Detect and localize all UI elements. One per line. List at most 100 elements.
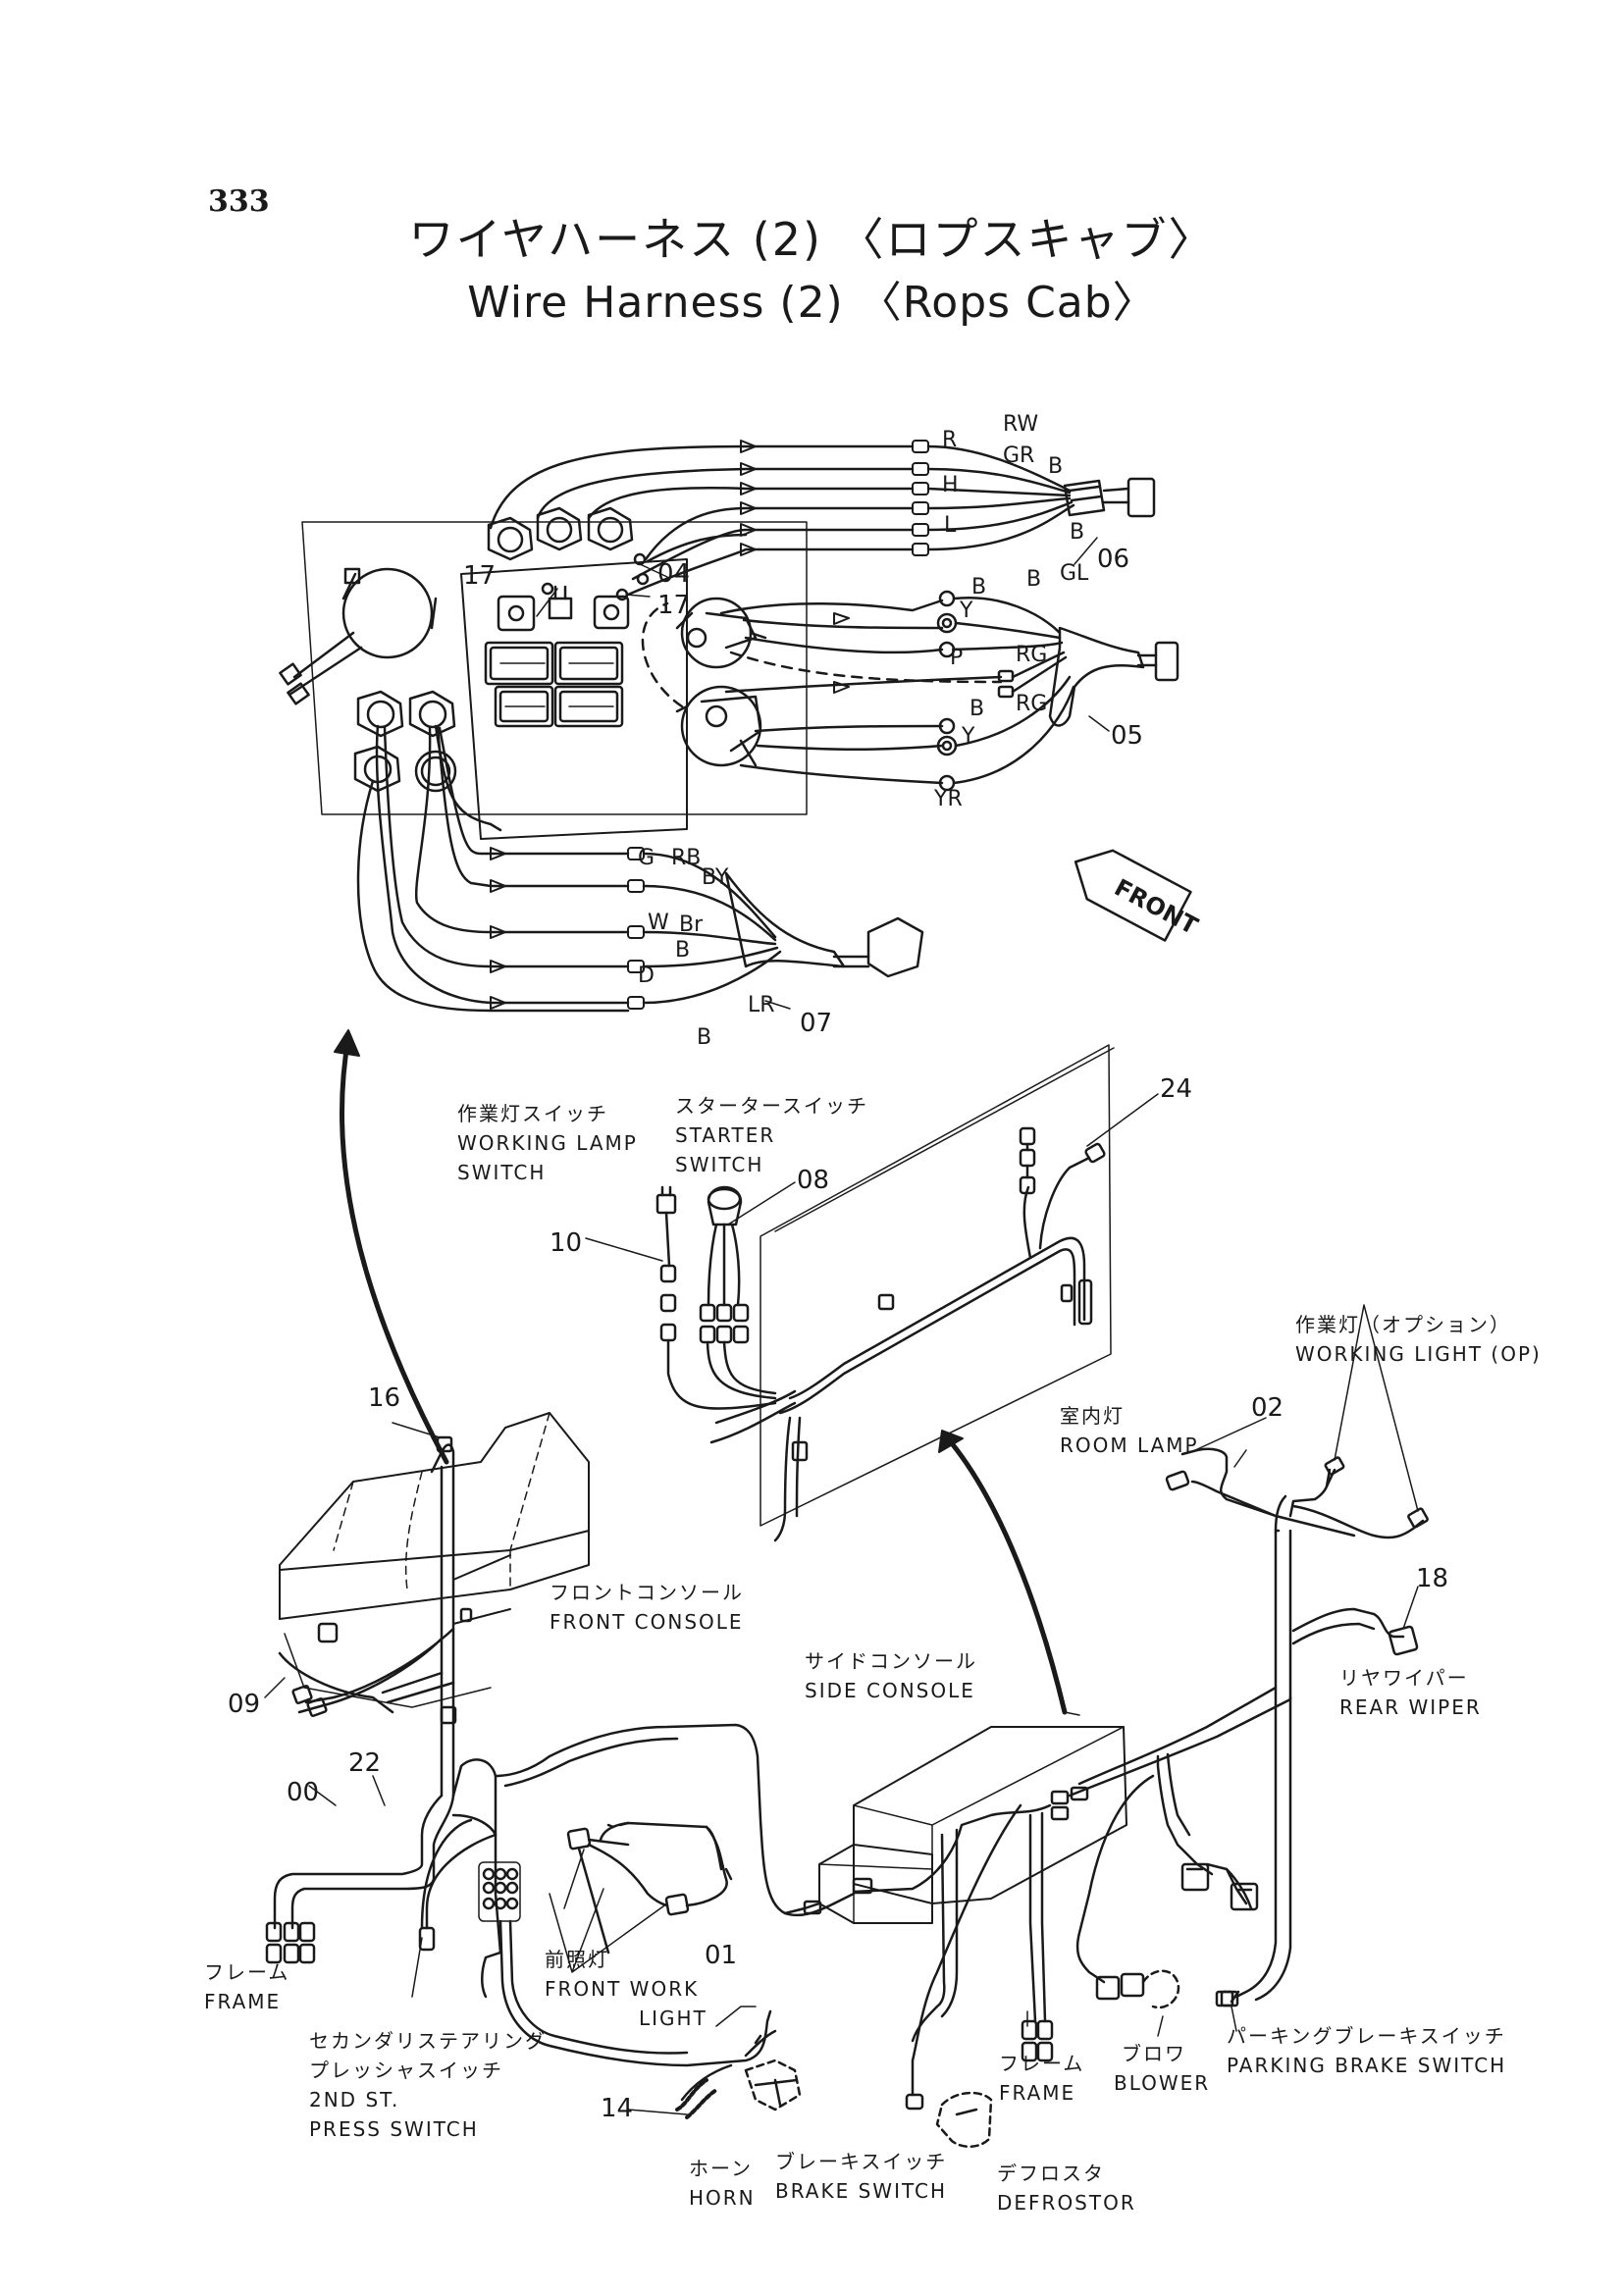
part-code-05: 05 — [1111, 721, 1144, 751]
caption-front-work-light: 前照灯 FRONT WORK LIGHT — [545, 1945, 707, 2033]
harness-02 — [1190, 1480, 1356, 1538]
frame-right-en: FRAME — [999, 2081, 1076, 2105]
wire-label-P: P — [950, 646, 964, 670]
caption-defrostor: デフロスタ DEFROSTOR — [997, 2159, 1136, 2217]
working-lamp-switch-jp: 作業灯スイッチ — [457, 1102, 608, 1125]
blower-en: BLOWER — [1114, 2071, 1211, 2095]
wire-label-RG1: RG — [1016, 643, 1048, 667]
part-code-17a: 17 — [463, 561, 497, 591]
wire-label-B6: B — [675, 938, 691, 963]
secondary-steering-en2: PRESS SWITCH — [309, 2117, 479, 2141]
side-console-jp: サイドコンソール — [805, 1649, 977, 1673]
harness-07-wires — [356, 724, 924, 1013]
front-work-light-jp: 前照灯 — [545, 1948, 609, 1971]
caption-frame-right: フレーム FRAME — [999, 2049, 1084, 2108]
wire-label-B7: B — [697, 1025, 712, 1050]
wire-label-W: W — [648, 911, 669, 935]
caption-working-lamp-switch: 作業灯スイッチ WORKING LAMP SWITCH — [457, 1099, 638, 1187]
switches-10-08 — [655, 1185, 802, 1542]
panel-outline — [301, 521, 808, 815]
wire-label-D: D — [638, 964, 655, 988]
part-code-24: 24 — [1160, 1074, 1193, 1104]
wire-label-GL: GL — [1060, 561, 1089, 586]
wire-label-YR: YR — [934, 787, 963, 811]
right-harness — [852, 1803, 1054, 2111]
caption-parking-brake-switch: パーキングブレーキスイッチ PARKING BRAKE SWITCH — [1227, 2021, 1506, 2080]
connector-06 — [1063, 479, 1106, 517]
front-label: FRONT — [1110, 873, 1203, 940]
harness-05-wires — [641, 590, 1179, 792]
part-code-18: 18 — [1416, 1564, 1449, 1593]
secondary-steering-jp2: プレッシャスイッチ — [309, 2059, 503, 2082]
caption-front-console: フロントコンソール FRONT CONSOLE — [550, 1578, 744, 1637]
defrostor-en: DEFROSTOR — [997, 2191, 1136, 2215]
brake-switch-icon — [744, 2059, 802, 2112]
secondary-steering-en1: 2ND ST. — [309, 2088, 400, 2112]
working-light-en: WORKING LIGHT (OP) — [1295, 1342, 1542, 1366]
brake-switch-jp: ブレーキスイッチ — [775, 2150, 948, 2173]
secondary-steering-jp1: セカンダリステアリング — [309, 2029, 547, 2053]
indicator-blocks — [497, 552, 650, 632]
front-work-light-en2: LIGHT — [639, 2007, 707, 2030]
front-console-jp: フロントコンソール — [550, 1581, 744, 1604]
part-code-16: 16 — [368, 1383, 401, 1413]
horn-icon — [675, 2029, 777, 2119]
caption-frame-left: フレーム FRAME — [204, 1957, 289, 2016]
wire-label-B1: B — [1048, 454, 1064, 479]
wire-label-LR: LR — [748, 993, 775, 1017]
working-light-jp: 作業灯（オプション） — [1295, 1313, 1511, 1336]
upper-right-harness — [1068, 1447, 1429, 2009]
working-lamp-switch-en2: SWITCH — [457, 1161, 547, 1184]
rear-wiper-jp: リヤワイパー — [1339, 1666, 1469, 1690]
caption-side-console: サイドコンソール SIDE CONSOLE — [805, 1646, 977, 1705]
lower-switches — [353, 690, 457, 793]
horn-jp: ホーン — [689, 2157, 753, 2180]
wire-label-Y2: Y — [962, 724, 975, 749]
part-code-01: 01 — [705, 1941, 738, 1970]
wire-label-R: R — [942, 428, 958, 452]
starter-switch-en1: STARTER — [675, 1123, 776, 1147]
starter-switch-en2: SWITCH — [675, 1153, 764, 1176]
caption-rear-wiper: リヤワイパー REAR WIPER — [1339, 1663, 1482, 1722]
front-console — [278, 1412, 590, 1798]
side-console-en: SIDE CONSOLE — [805, 1679, 975, 1702]
front-work-light-en1: FRONT WORK — [545, 1977, 700, 2001]
part-code-22: 22 — [348, 1748, 382, 1778]
wire-label-RW: RW — [1003, 412, 1039, 437]
harness-06-wires — [489, 440, 1156, 597]
wire-label-GR: GR — [1003, 443, 1035, 468]
wire-label-B2: B — [1070, 520, 1085, 545]
caption-horn: ホーン HORN — [689, 2154, 756, 2213]
room-lamp-jp: 室内灯 — [1060, 1404, 1125, 1428]
blower-jp: ブロワ — [1122, 2042, 1186, 2065]
defrostor-jp: デフロスタ — [997, 2162, 1105, 2185]
part-code-08: 08 — [797, 1166, 830, 1195]
reference-arrows — [334, 1029, 1068, 1715]
starter-switch-jp: スタータースイッチ — [675, 1094, 868, 1118]
title-english: Wire Harness (2) 〈Rops Cab〉 — [467, 278, 1157, 328]
title-japanese: ワイヤハーネス (2) 〈ロプスキャブ〉 — [408, 213, 1216, 266]
front-console-en: FRONT CONSOLE — [550, 1610, 744, 1634]
instrument-panel-detail — [279, 440, 1179, 1013]
wire-label-L: L — [944, 513, 957, 538]
wire-label-RG2: RG — [1016, 692, 1048, 716]
wire-label-B3: B — [1026, 567, 1042, 592]
caption-brake-switch: ブレーキスイッチ BRAKE SWITCH — [775, 2147, 947, 2206]
gauge-large-icon — [279, 567, 438, 705]
wire-label-H: H — [942, 473, 959, 497]
key-switch-lower — [675, 685, 762, 767]
gauge-plate — [460, 558, 688, 840]
leader-lines — [264, 537, 1419, 2115]
front-arrow-icon: FRONT — [1074, 849, 1203, 942]
caption-starter-switch: スタータースイッチ STARTER SWITCH — [675, 1091, 868, 1179]
harness-24 — [778, 1126, 1106, 1462]
warning-lamp-modules — [484, 641, 624, 728]
main-frame-harness-left — [265, 1723, 836, 2067]
parking-brake-connector — [1215, 1990, 1234, 2007]
page-number: 333 — [208, 184, 270, 219]
part-code-10: 10 — [550, 1228, 583, 1258]
key-switch-upper — [675, 597, 767, 669]
caption-room-lamp: 室内灯 ROOM LAMP — [1060, 1401, 1199, 1460]
brake-switch-en: BRAKE SWITCH — [775, 2179, 948, 2203]
